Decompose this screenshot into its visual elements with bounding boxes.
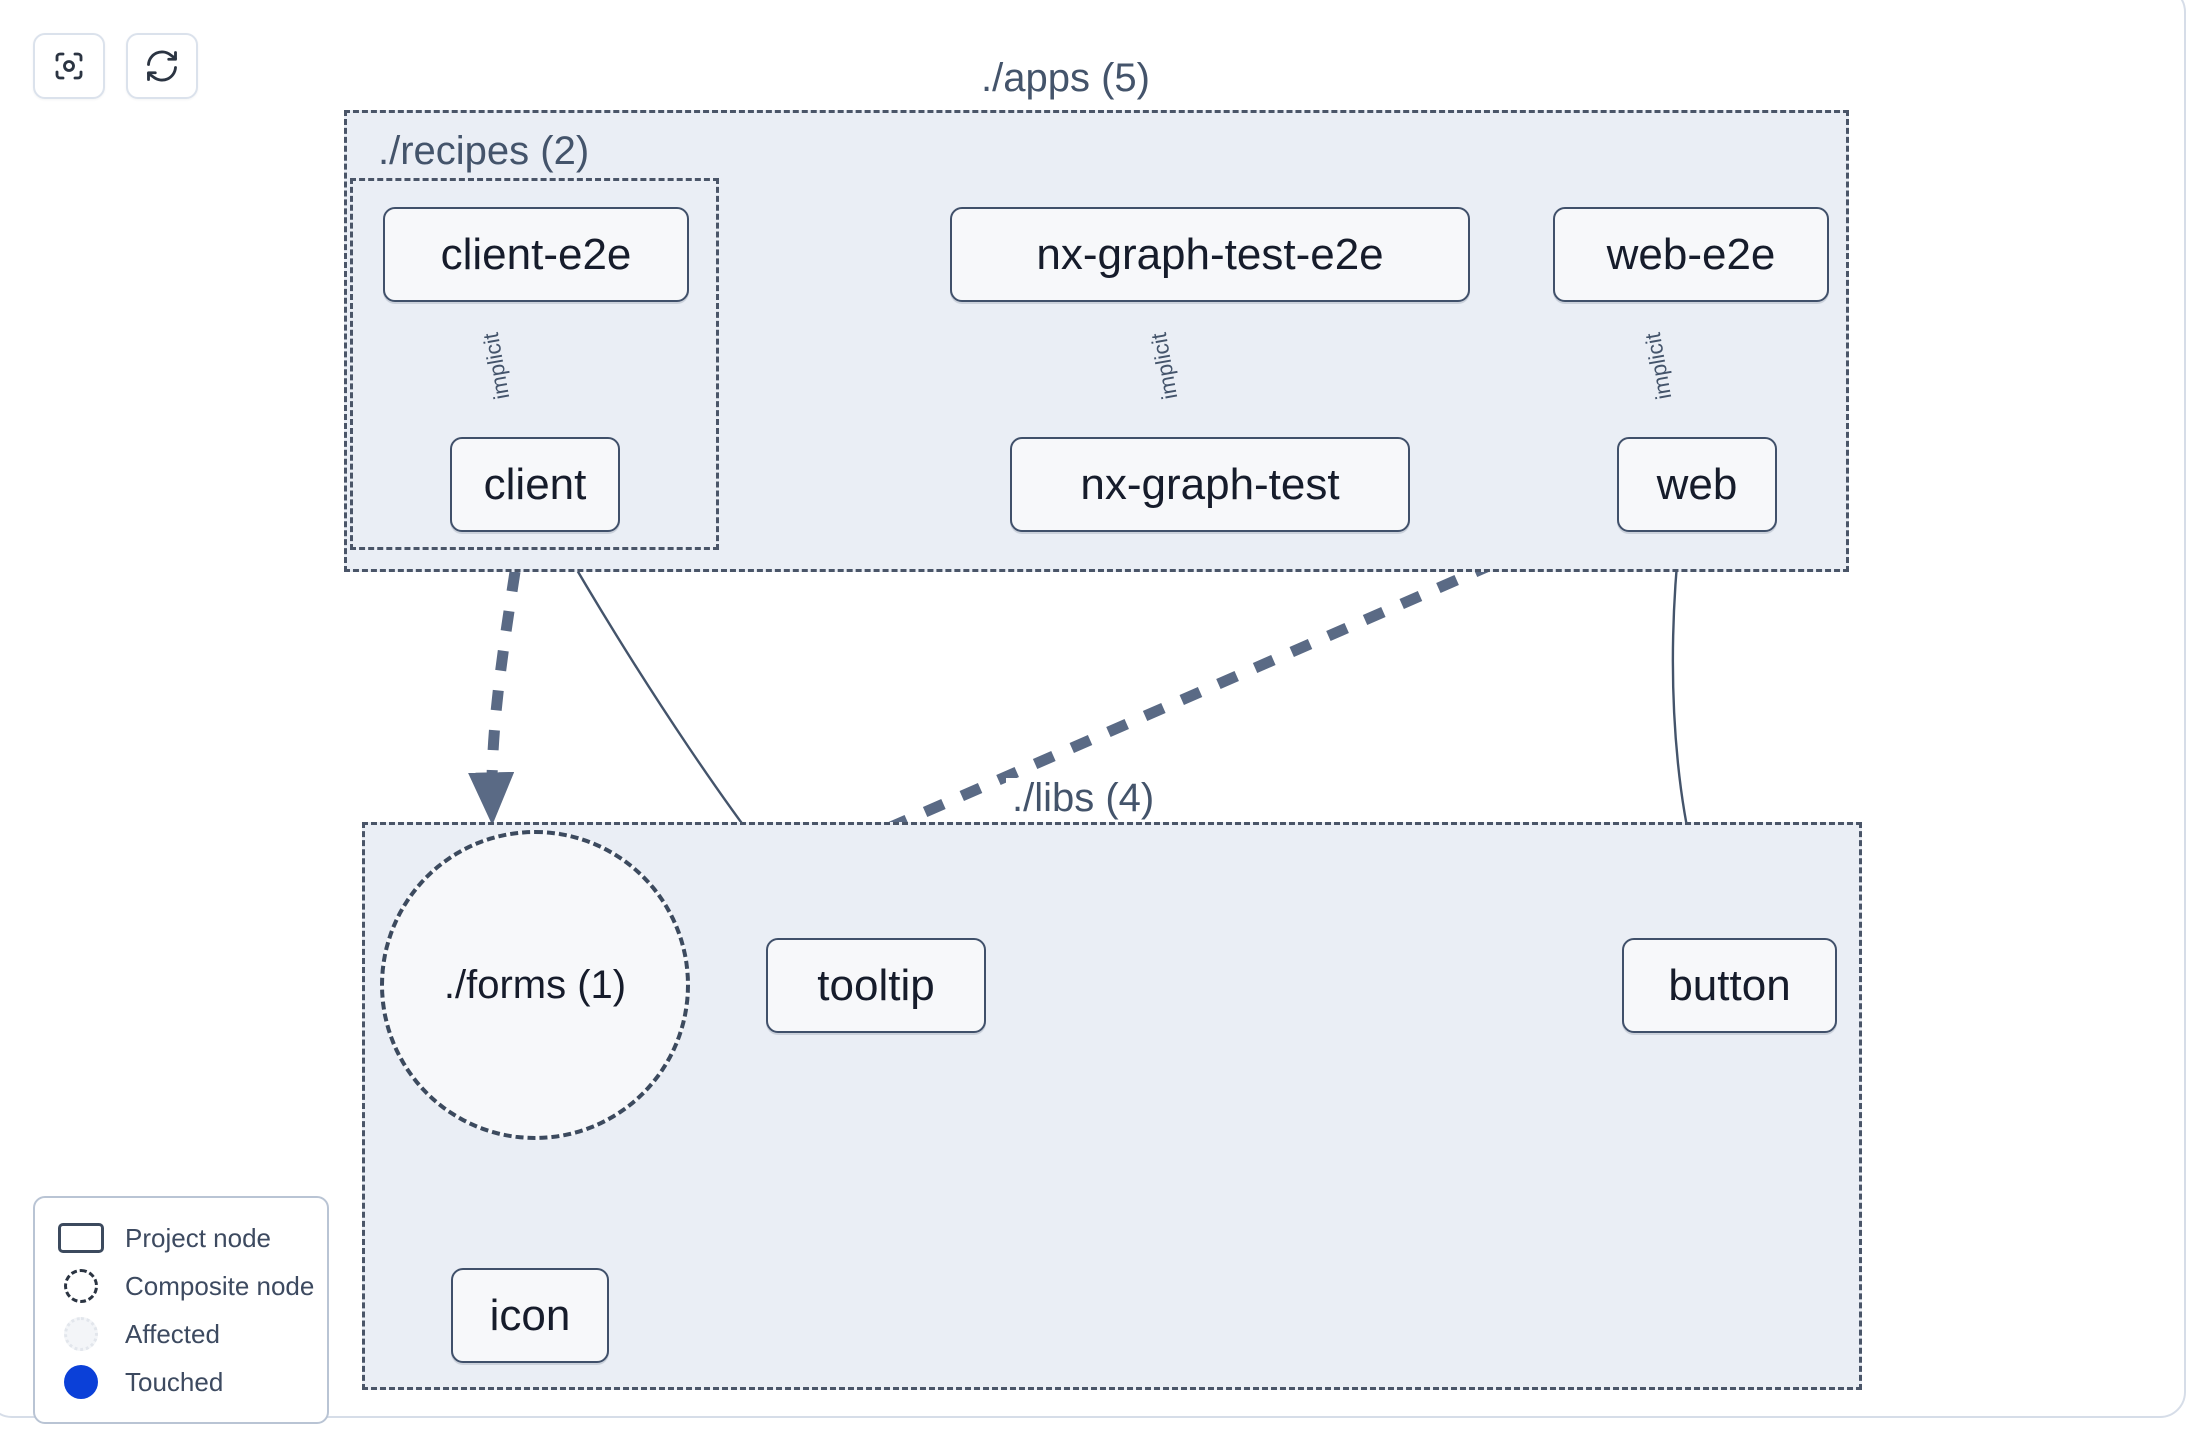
node-button[interactable]: button [1622, 938, 1837, 1033]
node-web-e2e[interactable]: web-e2e [1553, 207, 1829, 302]
legend-label-project-node: Project node [125, 1222, 271, 1253]
refresh-graph-button[interactable] [126, 33, 198, 99]
legend-item-touched: Touched [55, 1358, 309, 1406]
legend-label-affected: Affected [125, 1318, 220, 1349]
touched-swatch [55, 1365, 107, 1399]
focus-graph-button[interactable] [33, 33, 105, 99]
legend-label-composite-node: Composite node [125, 1270, 315, 1301]
node-tooltip[interactable]: tooltip [766, 938, 986, 1033]
graph-legend: Project node Composite node Affected Tou… [33, 1196, 329, 1424]
affected-swatch [55, 1317, 107, 1351]
group-label-libs: ./libs (4) [1006, 778, 1161, 818]
refresh-icon [144, 48, 180, 84]
edge-client-to-forms [468, 531, 527, 826]
node-client-e2e[interactable]: client-e2e [383, 207, 689, 302]
legend-item-affected: Affected [55, 1310, 309, 1358]
project-node-swatch [55, 1223, 107, 1253]
group-label-recipes: ./recipes (2) [378, 129, 590, 173]
focus-target-icon [51, 48, 87, 84]
node-forms-composite[interactable]: ./forms (1) [380, 830, 690, 1140]
node-nx-graph-test-e2e[interactable]: nx-graph-test-e2e [950, 207, 1470, 302]
legend-label-touched: Touched [125, 1366, 224, 1397]
legend-item-composite-node: Composite node [55, 1262, 314, 1310]
composite-node-swatch [55, 1269, 107, 1303]
node-client[interactable]: client [450, 437, 620, 532]
node-web[interactable]: web [1617, 437, 1777, 532]
node-icon[interactable]: icon [451, 1268, 609, 1363]
legend-item-project-node: Project node [55, 1214, 309, 1262]
node-nx-graph-test[interactable]: nx-graph-test [1010, 437, 1410, 532]
graph-toolbar [33, 33, 198, 99]
group-label-apps: ./apps (5) [975, 58, 1156, 98]
